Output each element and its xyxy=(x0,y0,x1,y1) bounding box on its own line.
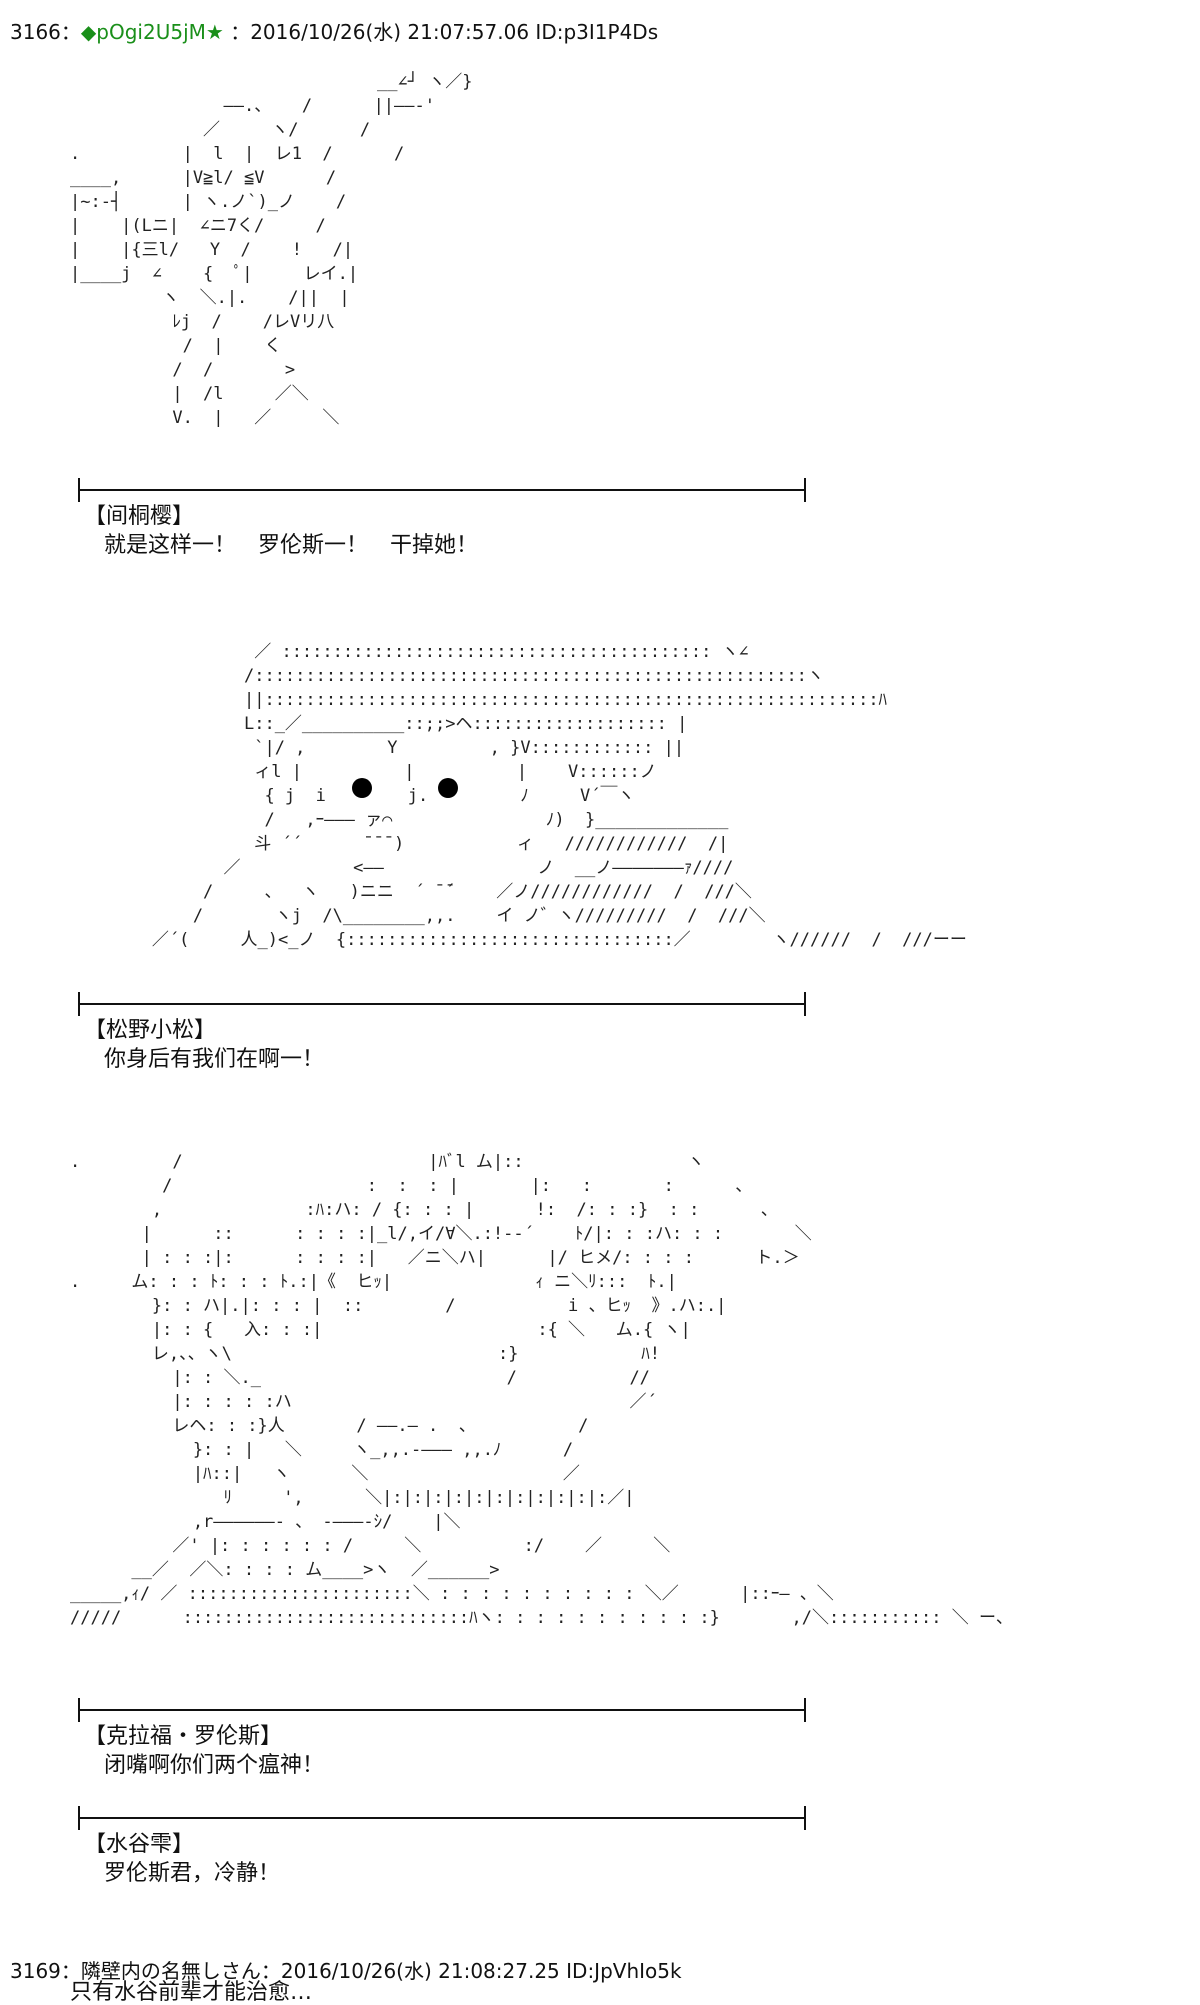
panel-divider xyxy=(78,1806,806,1830)
dialogue-block: 【松野小松】 你身后有我们在啊一！ xyxy=(84,1016,324,1074)
post-id[interactable]: ID:JpVhIo5k xyxy=(566,1959,682,1983)
speaker-name: 【水谷雫】 xyxy=(84,1832,195,1857)
dialogue-block: 【水谷雫】 罗伦斯君，冷静！ xyxy=(84,1830,280,1888)
ascii-art-figure-2: ／ ::::::::::::::::::::::::::::::::::::::… xyxy=(151,642,967,950)
panel-divider xyxy=(78,478,806,502)
dialogue-line: 就是这样一！ 罗伦斯一！ 干掉她！ xyxy=(104,533,479,558)
separator: ： xyxy=(60,20,81,44)
dialogue-block: 【间桐樱】 就是这样一！ 罗伦斯一！ 干掉她！ xyxy=(84,502,478,560)
post-datetime: 2016/10/26(水) 21:07:57.06 xyxy=(250,20,530,44)
post-number: 3169 xyxy=(10,1959,61,1983)
eye-dot xyxy=(438,778,458,798)
ascii-art-figure-1: __∠┘ ヽ／} ――.、 / ||――‐' ／ ヽ/ / . | l | レ1… xyxy=(70,72,473,428)
separator: ： xyxy=(260,1959,281,1983)
dialogue-line: 你身后有我们在啊一！ xyxy=(104,1047,325,1072)
ascii-art-figure-3: . / |ﾊﾞl ム|:: ヽ / : : : | |: : : 、 , :ﾊ:… xyxy=(70,1152,1013,1628)
post-header: 3169：隣壁内の名無しさん：2016/10/26(水) 21:08:27.25… xyxy=(10,1958,682,1984)
speaker-name: 【间桐樱】 xyxy=(84,504,195,529)
star-icon: ★ xyxy=(205,20,224,44)
post-header: 3166：◆pOgi2U5jM★ ：2016/10/26(水) 21:07:57… xyxy=(10,19,658,45)
eye-dot xyxy=(352,778,372,798)
post-number: 3166 xyxy=(10,20,61,44)
dialogue-line: 闭嘴啊你们两个瘟神！ xyxy=(104,1753,325,1778)
speaker-name: 【克拉福・罗伦斯】 xyxy=(84,1724,283,1749)
panel-divider xyxy=(78,992,806,1016)
post-datetime: 2016/10/26(水) 21:08:27.25 xyxy=(280,1959,560,1983)
panel-divider xyxy=(78,1698,806,1722)
separator: ： xyxy=(230,20,251,44)
post-id[interactable]: ID:p3I1P4Ds xyxy=(535,20,659,44)
poster-name[interactable]: 隣壁内の名無しさん xyxy=(80,1959,261,1983)
dialogue-block: 【克拉福・罗伦斯】 闭嘴啊你们两个瘟神！ xyxy=(84,1722,324,1780)
separator: ： xyxy=(60,1959,81,1983)
speaker-name: 【松野小松】 xyxy=(84,1018,217,1043)
post-text: 只有水谷前辈才能治愈… xyxy=(70,1980,313,2005)
dialogue-line: 罗伦斯君，冷静！ xyxy=(104,1861,281,1886)
poster-trip[interactable]: ◆pOgi2U5jM xyxy=(80,20,206,44)
